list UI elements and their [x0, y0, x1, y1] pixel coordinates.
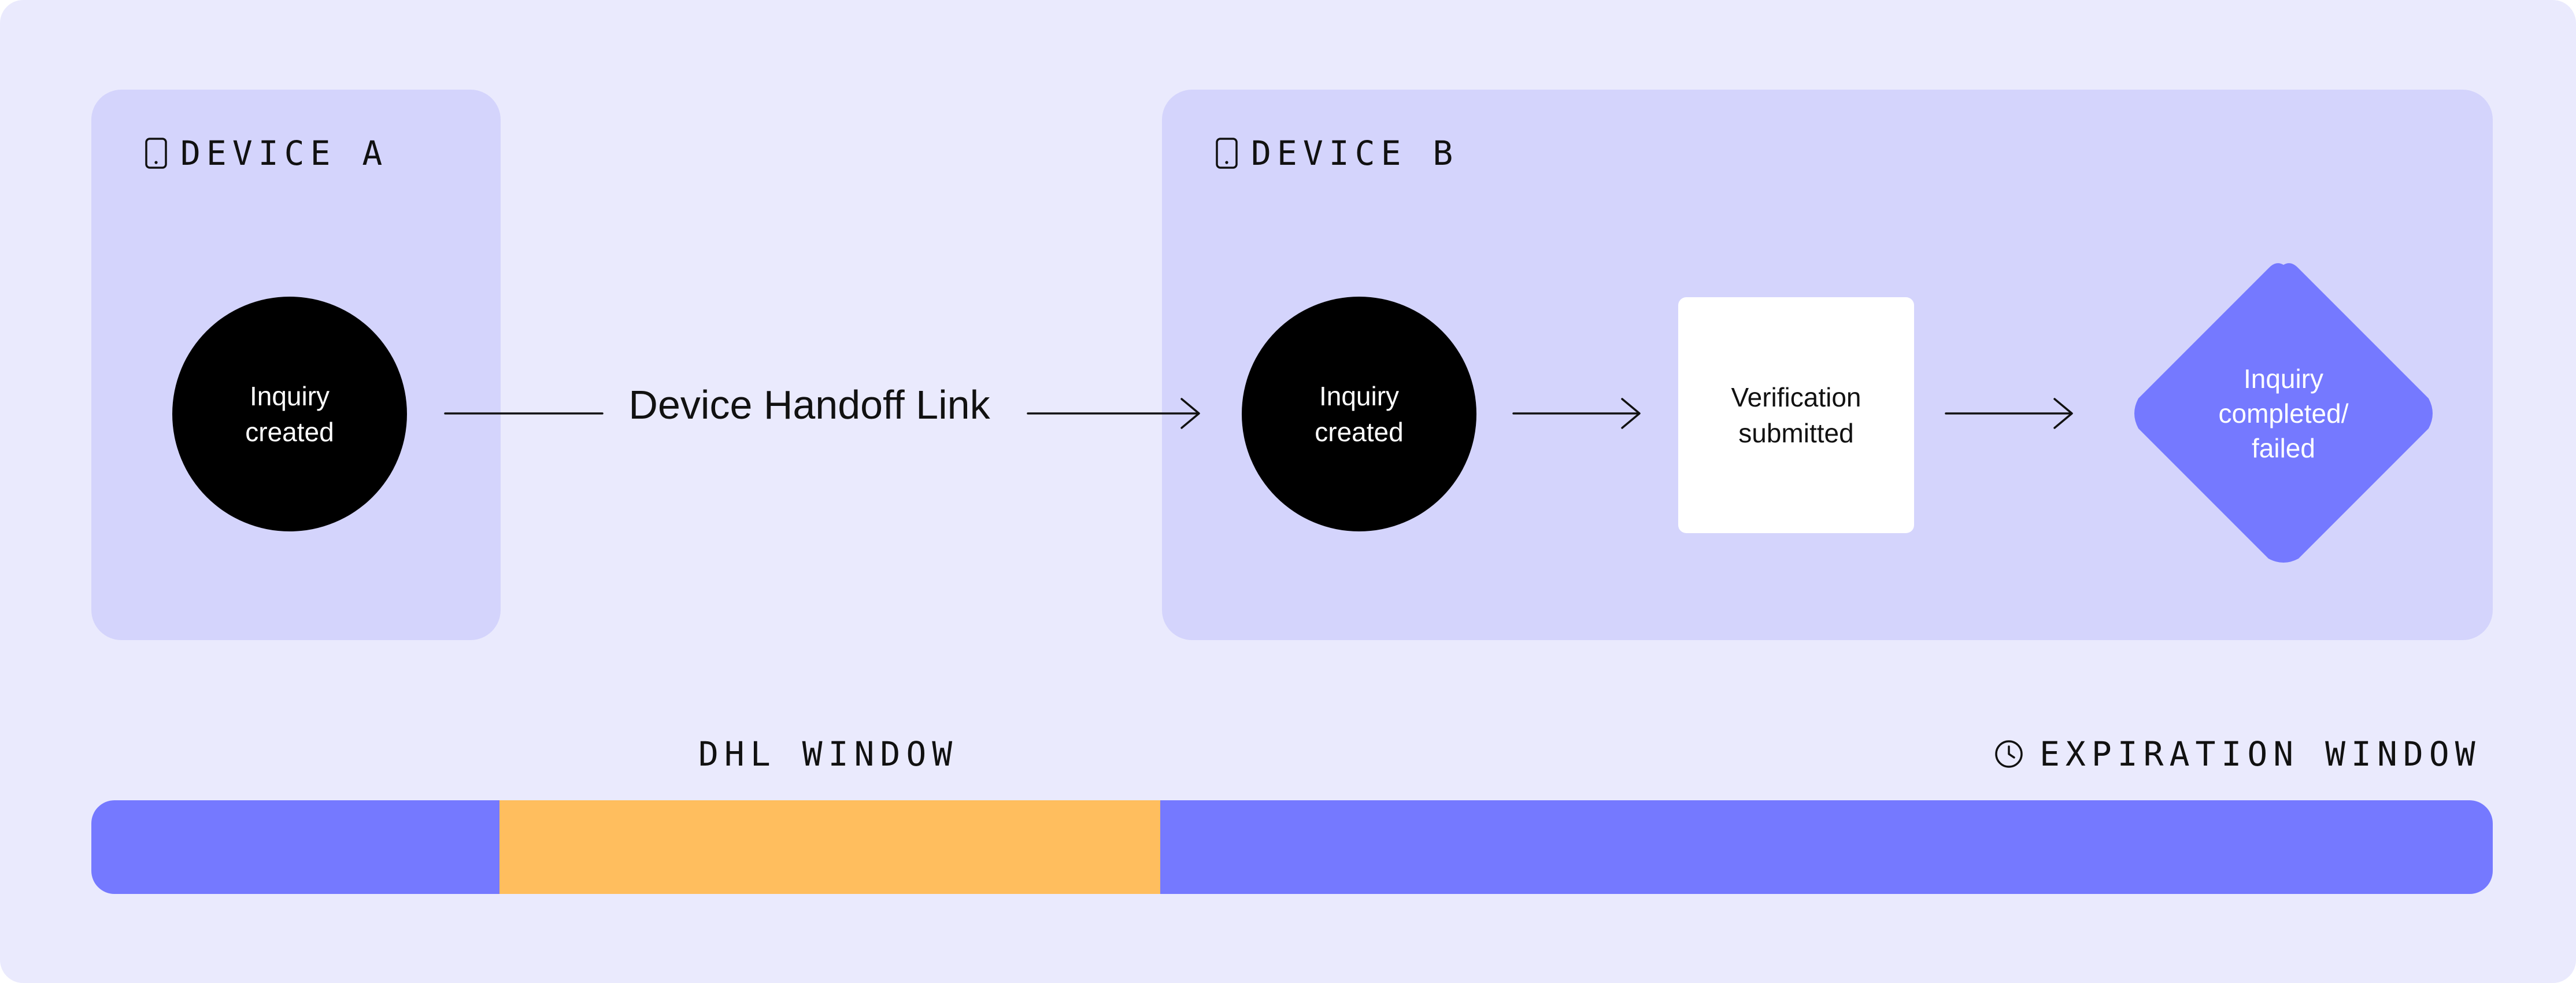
inquiry-completed-diamond [2134, 263, 2433, 563]
dhl-window-label: DHL WINDOW [698, 734, 958, 774]
timeline-bar [91, 800, 2493, 894]
clock-icon [1995, 740, 2023, 768]
node-label-line: Inquiry [1319, 381, 1400, 411]
node-label-line: submitted [1738, 418, 1854, 448]
node-label-line: created [245, 417, 334, 447]
inquiry-completed-label: Inquiry completed/ failed [2130, 260, 2437, 567]
expiration-window-label-text: EXPIRATION WINDOW [2040, 734, 2481, 774]
arrow-created-to-verification [1512, 398, 1641, 429]
phone-icon [145, 138, 167, 169]
device-handoff-link-label: Device Handoff Link [628, 382, 990, 427]
device-b-title: DEVICE B [1215, 134, 1459, 173]
inquiry-created-node-b: Inquiry created [1242, 297, 1476, 531]
node-label-line: failed [2252, 433, 2315, 463]
node-label-line: Inquiry [249, 381, 330, 411]
device-a-title-text: DEVICE A [180, 134, 388, 173]
timeline-segment-dhl-window [499, 800, 1160, 894]
arrow-verification-to-completed [1945, 398, 2073, 429]
handoff-arrow [1027, 398, 1200, 429]
node-label-line: completed/ [2218, 398, 2349, 428]
timeline-segment-device-b-span [1160, 800, 2493, 894]
timeline-segment-device-a-span [91, 800, 500, 894]
phone-icon [1216, 138, 1238, 169]
expiration-window-label: EXPIRATION WINDOW [1993, 734, 2481, 774]
device-a-title: DEVICE A [145, 134, 388, 173]
inquiry-created-node-a: Inquiry created [172, 297, 407, 531]
device-b-title-text: DEVICE B [1251, 134, 1459, 173]
verification-submitted-node: Verification submitted [1678, 297, 1914, 533]
dhl-window-label-text: DHL WINDOW [698, 734, 958, 774]
node-label-line: created [1315, 417, 1404, 447]
node-label-line: Inquiry [2243, 364, 2324, 394]
node-label-line: Verification [1731, 382, 1861, 412]
